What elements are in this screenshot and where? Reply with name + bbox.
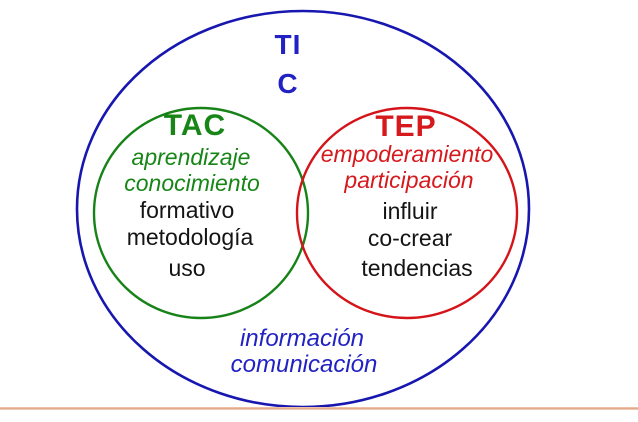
tac-subtitle-conocimiento: conocimiento (124, 170, 260, 196)
tic-title-line1: TI (274, 29, 302, 60)
tac-term-metodologia: metodología (126, 224, 254, 250)
tac-title: TAC (163, 109, 227, 142)
tep-title: TEP (375, 110, 437, 143)
tep-term-cocrear: co-crear (367, 225, 453, 251)
tac-term-formativo: formativo (139, 197, 235, 223)
tep-subtitle-empoderamiento: empoderamiento (320, 141, 494, 167)
tep-subtitle-participacion: participación (344, 167, 474, 193)
tep-term-influir: influir (382, 198, 438, 224)
tic-item-comunicacion: comunicación (230, 351, 378, 378)
tep-circle (295, 106, 519, 320)
tep-term-tendencias: tendencias (361, 255, 473, 281)
tac-subtitle-aprendizaje: aprendizaje (131, 144, 251, 170)
tic-item-informacion: información (239, 325, 365, 352)
tac-circle (92, 106, 310, 320)
tic-title-line2: C (277, 68, 299, 99)
tac-term-uso: uso (168, 255, 206, 281)
bottom-divider-line (0, 407, 638, 410)
